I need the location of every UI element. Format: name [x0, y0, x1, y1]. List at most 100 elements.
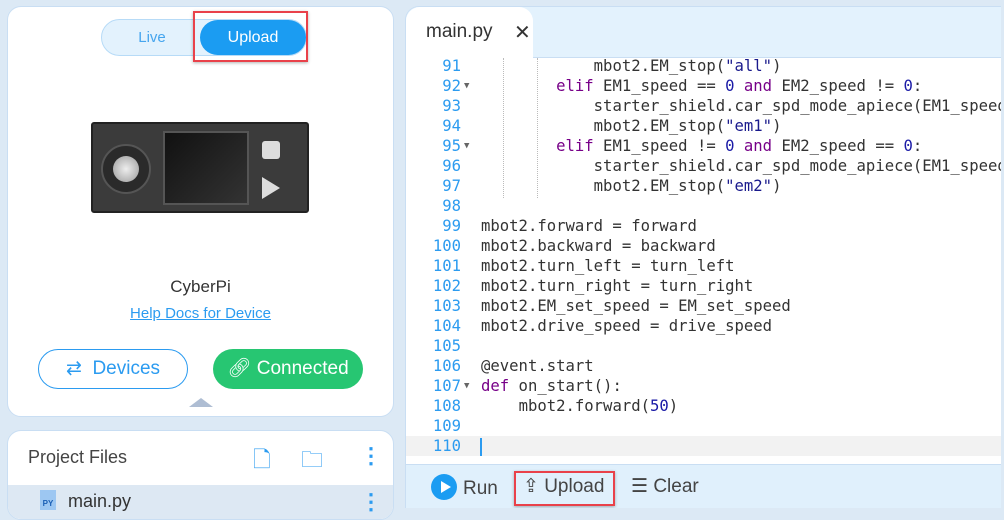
devices-button[interactable]: ⇄ Devices	[38, 349, 188, 389]
code-line[interactable]: 95▼ elif EM1_speed != 0 and EM2_speed ==…	[406, 136, 1001, 156]
line-number: 102	[432, 277, 461, 295]
code-line[interactable]: 100 mbot2.backward = backward	[406, 236, 1001, 256]
highlight-box	[193, 11, 308, 62]
connected-label: Connected	[256, 358, 349, 379]
fold-arrow-icon[interactable]: ▼	[464, 81, 470, 91]
line-number: 95	[442, 137, 461, 155]
code-text: mbot2.turn_right = turn_right	[481, 277, 754, 295]
fold-arrow-icon[interactable]: ▼	[464, 381, 470, 391]
line-number: 105	[432, 337, 461, 355]
button-b	[262, 177, 280, 199]
device-name: CyberPi	[170, 277, 231, 296]
connected-button[interactable]: 🔗︎ Connected	[213, 349, 363, 389]
new-file-icon[interactable]: 🗋︎	[253, 447, 271, 472]
code-line[interactable]: 102 mbot2.turn_right = turn_right	[406, 276, 1001, 296]
upload-icon: ⇪	[523, 476, 539, 497]
run-button[interactable]: Run	[431, 474, 498, 502]
button-a	[262, 141, 280, 159]
run-label: Run	[463, 478, 498, 500]
help-docs-link[interactable]: Help Docs for Device	[130, 305, 271, 322]
editor-panel: main.py ✕ 91 mbot2.EM_stop("all")92▼ eli…	[405, 6, 1001, 508]
editor-toolbar: Run ⇪ Upload ☰ Clear	[406, 464, 1001, 508]
code-line[interactable]: 97 mbot2.EM_stop("em2")	[406, 176, 1001, 196]
code-line[interactable]: 99 mbot2.forward = forward	[406, 216, 1001, 236]
file-name: main.py	[68, 491, 132, 511]
line-number: 96	[442, 157, 461, 175]
swap-icon: ⇄	[65, 358, 82, 379]
line-number: 106	[432, 357, 461, 375]
devices-label: Devices	[92, 358, 161, 379]
device-image	[91, 122, 309, 213]
mode-toggle: Live Upload	[101, 19, 307, 56]
code-line[interactable]: 108 mbot2.forward(50)	[406, 396, 1001, 416]
code-text: mbot2.forward(50)	[518, 397, 679, 415]
line-number: 97	[442, 177, 461, 195]
line-number: 99	[442, 217, 461, 235]
collapse-caret-icon[interactable]	[189, 398, 213, 407]
play-icon	[431, 474, 457, 500]
code-text: mbot2.drive_speed = drive_speed	[481, 317, 773, 335]
joystick	[101, 144, 151, 194]
close-icon[interactable]: ✕	[514, 22, 531, 44]
code-line[interactable]: 110	[406, 436, 1001, 456]
tab-main-py[interactable]: main.py ✕	[406, 7, 533, 59]
code-line[interactable]: 103 mbot2.EM_set_speed = EM_set_speed	[406, 296, 1001, 316]
line-number: 92	[442, 77, 461, 95]
code-text: mbot2.forward = forward	[481, 217, 697, 235]
line-number: 103	[432, 297, 461, 315]
code-line[interactable]: 94 mbot2.EM_stop("em1")	[406, 116, 1001, 136]
tab-bar: main.py ✕	[406, 7, 1001, 59]
code-text: mbot2.EM_set_speed = EM_set_speed	[481, 297, 791, 315]
device-screen	[163, 131, 249, 205]
line-number: 98	[442, 197, 461, 215]
clear-icon: ☰	[631, 476, 649, 497]
python-file-icon: PY	[40, 490, 56, 510]
code-line[interactable]: 91 mbot2.EM_stop("all")	[406, 58, 1001, 76]
line-number: 107	[432, 377, 461, 395]
upload-mode-button[interactable]: Upload	[200, 20, 306, 55]
code-text: mbot2.turn_left = turn_left	[481, 257, 735, 275]
link-icon: 🔗︎	[227, 358, 252, 379]
line-number: 100	[432, 237, 461, 255]
code-line[interactable]: 106 @event.start	[406, 356, 1001, 376]
project-files-panel: Project Files 🗋︎ 🗀︎ ⋮ PY main.py ⋮	[7, 430, 394, 520]
file-item[interactable]: PY main.py ⋮	[8, 485, 393, 519]
clear-button[interactable]: ☰ Clear	[631, 476, 699, 498]
project-files-title: Project Files	[28, 447, 128, 467]
code-text: mbot2.EM_stop("all")	[593, 58, 782, 75]
more-options-icon[interactable]: ⋮	[360, 443, 382, 468]
code-text: mbot2.EM_stop("em2")	[593, 177, 782, 195]
line-number: 110	[432, 437, 461, 455]
code-text: mbot2.backward = backward	[481, 237, 716, 255]
code-text: starter_shield.car_spd_mode_apiece(EM1_s…	[593, 97, 1001, 115]
line-number: 104	[432, 317, 461, 335]
indent-guide	[537, 58, 538, 198]
code-line[interactable]: 98	[406, 196, 1001, 216]
line-number: 108	[432, 397, 461, 415]
code-text: elif EM1_speed != 0 and EM2_speed == 0:	[556, 137, 923, 155]
code-text: starter_shield.car_spd_mode_apiece(EM1_s…	[593, 157, 1001, 175]
code-text: elif EM1_speed == 0 and EM2_speed != 0:	[556, 77, 923, 95]
live-mode-button[interactable]: Live	[138, 29, 166, 46]
line-number: 91	[442, 58, 461, 75]
code-line[interactable]: 104 mbot2.drive_speed = drive_speed	[406, 316, 1001, 336]
new-folder-icon[interactable]: 🗀︎	[301, 447, 324, 472]
code-text: def on_start():	[481, 377, 622, 395]
code-line[interactable]: 109	[406, 416, 1001, 436]
code-line[interactable]: 96 starter_shield.car_spd_mode_apiece(EM…	[406, 156, 1001, 176]
code-line[interactable]: 105	[406, 336, 1001, 356]
code-line[interactable]: 92▼ elif EM1_speed == 0 and EM2_speed !=…	[406, 76, 1001, 96]
line-number: 94	[442, 117, 461, 135]
code-line[interactable]: 101 mbot2.turn_left = turn_left	[406, 256, 1001, 276]
fold-arrow-icon[interactable]: ▼	[464, 141, 470, 151]
code-line[interactable]: 107▼ def on_start():	[406, 376, 1001, 396]
upload-button[interactable]: ⇪ Upload	[523, 476, 604, 498]
file-options-icon[interactable]: ⋮	[360, 489, 382, 514]
code-text: @event.start	[481, 357, 594, 375]
upload-label: Upload	[544, 476, 605, 497]
clear-label: Clear	[653, 476, 699, 497]
line-number: 101	[432, 257, 461, 275]
indent-guide	[503, 58, 504, 198]
code-line[interactable]: 93 starter_shield.car_spd_mode_apiece(EM…	[406, 96, 1001, 116]
code-editor[interactable]: 91 mbot2.EM_stop("all")92▼ elif EM1_spee…	[406, 58, 1001, 464]
